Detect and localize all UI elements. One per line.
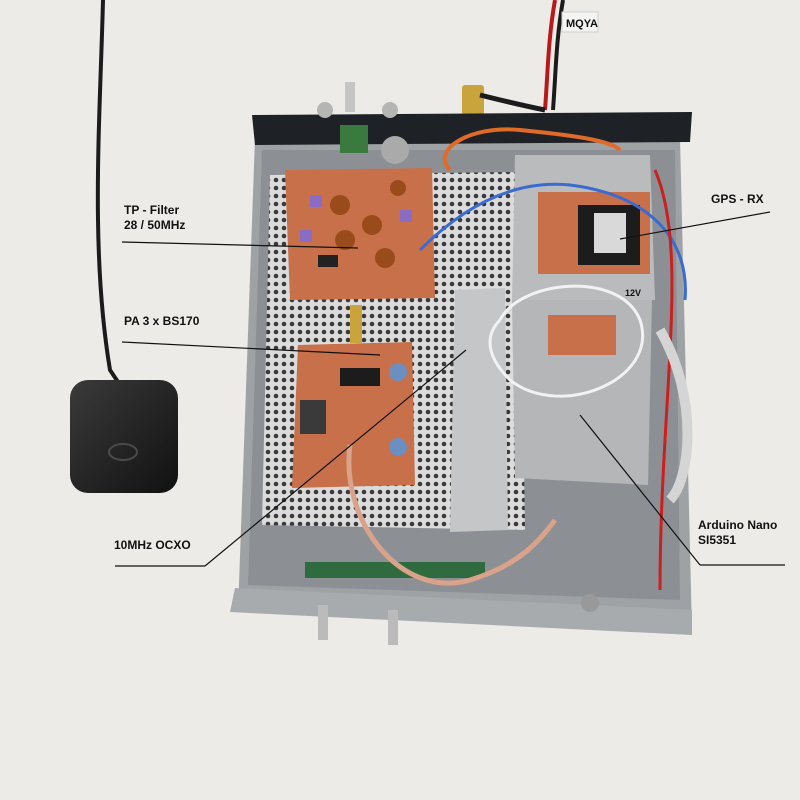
panel-bnc	[340, 125, 368, 153]
leader-ocxo-b	[204, 349, 467, 567]
sma-cable	[479, 92, 546, 113]
bottom-edge	[230, 588, 692, 635]
label-pa: PA 3 x BS170	[124, 314, 200, 328]
top-cable-black	[551, 0, 565, 111]
trimmer	[310, 195, 322, 207]
relay	[318, 255, 338, 267]
label-arduino-line1: Arduino Nano	[698, 518, 778, 532]
label-tp-filter-line2: 28 / 50MHz	[124, 218, 186, 232]
cable-tag-text: MQYA	[566, 18, 598, 30]
label-tp-filter-line1: TP - Filter	[124, 203, 180, 217]
display-board	[305, 562, 485, 578]
leader-gps-rx	[619, 211, 771, 240]
bottom-knob	[318, 605, 328, 640]
gps-chip	[594, 213, 626, 253]
wire-red	[653, 169, 674, 591]
capacitor	[389, 363, 407, 381]
leader-arduino-a	[579, 414, 701, 566]
front-panel	[252, 112, 692, 145]
coax-cable-orange	[442, 127, 622, 172]
coil	[330, 195, 350, 215]
sma-connector	[462, 85, 484, 115]
si5351-pcb	[548, 315, 616, 355]
coil	[375, 248, 395, 268]
sma-jack	[350, 305, 362, 343]
leader-pa	[121, 341, 381, 356]
transistor-block	[340, 368, 380, 386]
coil	[362, 215, 382, 235]
gps-antenna	[70, 380, 178, 493]
label-tp-filter: TP - Filter 28 / 50MHz	[124, 203, 185, 233]
bottom-screw	[581, 594, 599, 612]
label-arduino-line2: SI5351	[698, 533, 737, 547]
panel-connector	[317, 102, 333, 118]
leader-tp-filter	[121, 241, 359, 249]
capacitor	[389, 438, 407, 456]
panel-connector	[382, 102, 398, 118]
top-cable-red	[543, 0, 557, 111]
pa-ic	[300, 400, 326, 434]
toggle-switch	[345, 82, 355, 112]
cable-tag: MQYA	[561, 11, 599, 33]
wire-white-loop	[488, 284, 644, 398]
label-arduino: Arduino Nano SI5351	[698, 518, 777, 548]
board-marking: 12V	[625, 288, 641, 298]
pa-pcb	[292, 342, 415, 488]
coil	[390, 180, 406, 196]
ocxo-bracket	[450, 288, 508, 532]
ribbon-cable	[655, 327, 693, 504]
label-ocxo: 10MHz OCXO	[114, 538, 191, 552]
bottom-knob	[388, 610, 398, 645]
coil	[335, 230, 355, 250]
trimmer	[400, 210, 412, 222]
wire-blue	[418, 182, 687, 301]
trimmer	[300, 230, 312, 242]
panel-bnc-ring	[381, 136, 409, 164]
label-gps-rx: GPS - RX	[711, 192, 764, 206]
coax-cable	[346, 444, 557, 586]
gps-antenna-cable	[95, 0, 122, 387]
